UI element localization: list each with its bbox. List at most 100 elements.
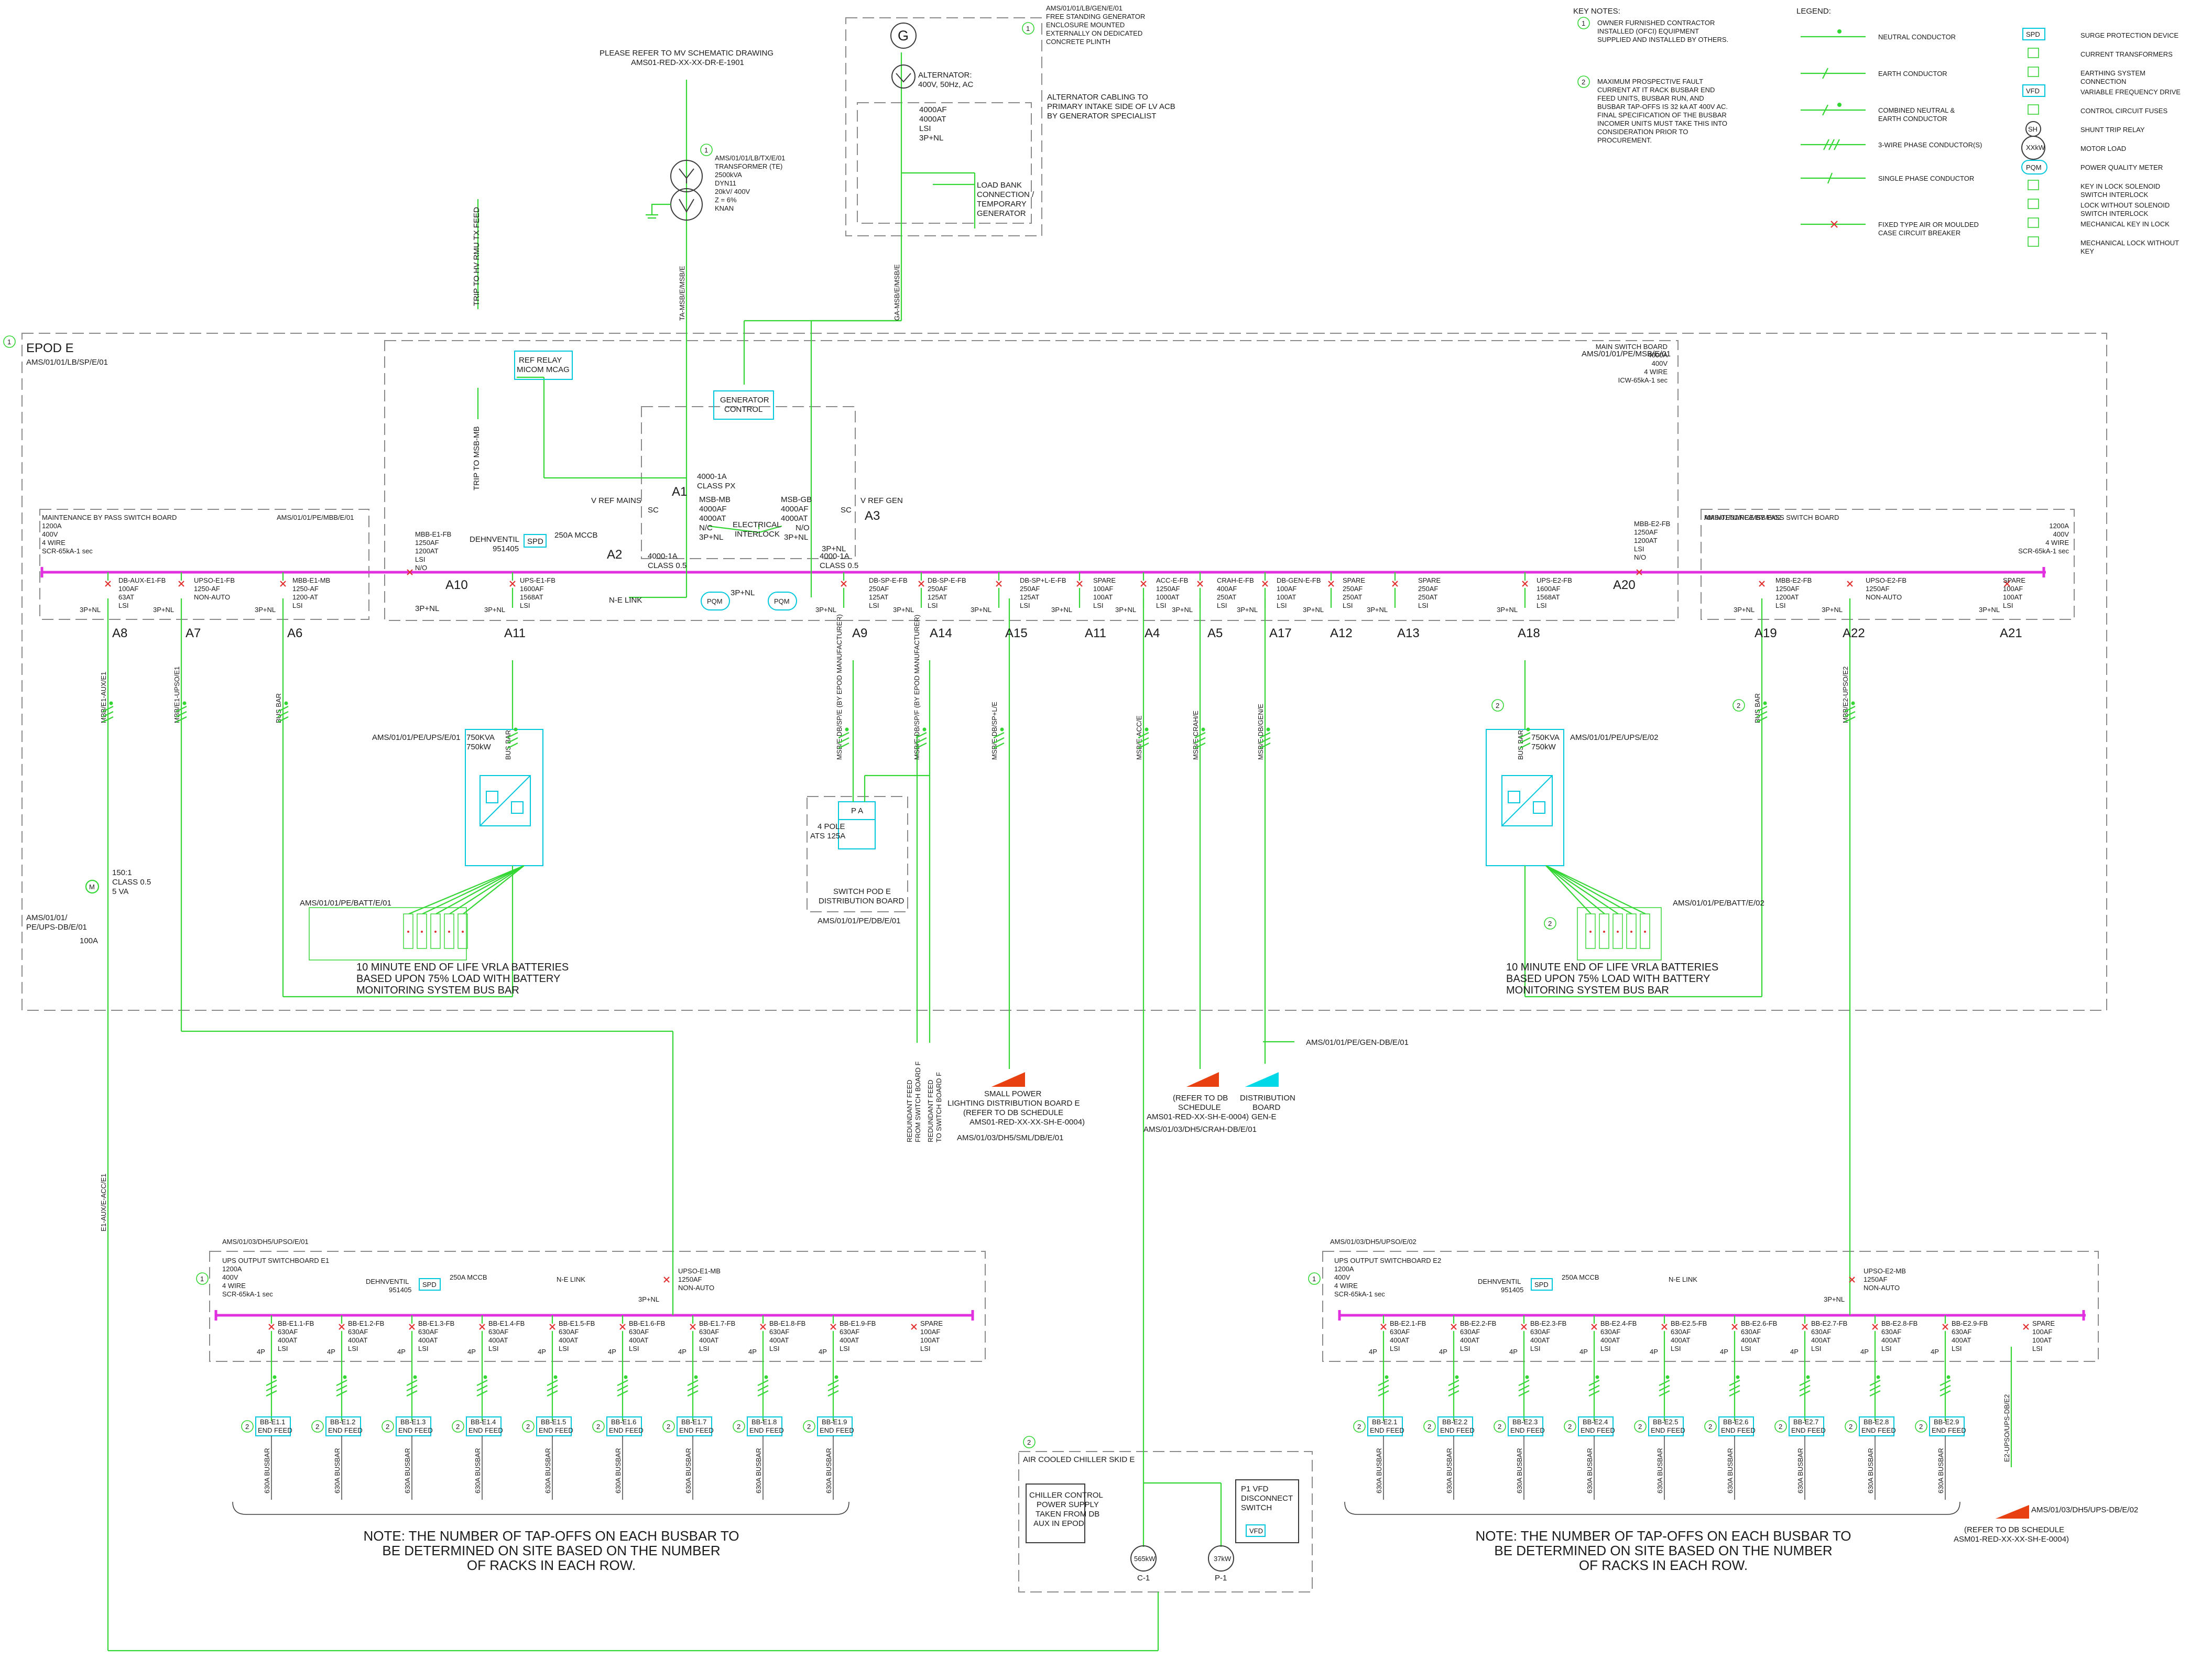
msb-feeder-label: 250AF: [1418, 585, 1438, 593]
battery-e1-cell: [457, 913, 468, 949]
busbars: [40, 567, 2086, 1321]
mbb-e2-breaker-1: [1759, 581, 1765, 587]
msb-3pnl-a10: 3P+NL: [415, 604, 439, 613]
uop-e1-title: UPS OUTPUT SWITCHBOARD E1: [222, 1257, 329, 1264]
uop-e2-title: SCR-65kA-1 sec: [1334, 1290, 1385, 1298]
small-power-ref: AMS/01/03/DH5/SML/DB/E/01: [957, 1133, 1063, 1142]
mbb-e2-feeder-label: LSI: [1775, 602, 1786, 609]
mbb-e2-title: 4 WIRE: [2045, 539, 2069, 547]
uop-e1-feeder-breaker-3: [409, 1324, 415, 1330]
uop-e2-title: 4 WIRE: [1334, 1282, 1358, 1290]
ups-labels: AMS/01/01/PE/UPS/E/01 750KVA 750kW AMS/0…: [300, 733, 1764, 996]
gen-breaker-3: LSI: [919, 124, 931, 133]
uop-e1-feeder-label: BB-E1.6-FB: [629, 1319, 665, 1327]
uop-e1-pole: 4P: [327, 1348, 335, 1356]
epod-title: EPOD E: [26, 341, 74, 355]
aux-ct-2: CLASS 0.5: [112, 878, 151, 887]
msb-feeder-pole: 3P+NL: [1172, 606, 1193, 614]
uop-e1-end-tag: 2: [452, 1420, 464, 1433]
msb-feeder-tag: A11: [504, 626, 526, 640]
uop-e1-end-feed-1: BB-E1.2: [330, 1418, 355, 1426]
epod-note-tag-text: 1: [7, 338, 11, 346]
supply-wiring: [477, 52, 976, 598]
uop-e2-feeder-label: LSI: [1811, 1345, 1822, 1352]
mbb-e1-breaker-2: [178, 581, 184, 587]
mbb-e1-feeder-label: LSI: [292, 602, 303, 609]
msb-feeder-conductor-icon: [838, 727, 849, 749]
uop-e2-end-feed-1: BB-E2.6: [1723, 1418, 1748, 1426]
uop-e1-conductor-icon: [547, 1375, 558, 1397]
load-bank-4: GENERATOR: [977, 209, 1026, 218]
msb-feeder-label: LSI: [1217, 602, 1227, 609]
uop-e1-busbar-label: 630A BUSBAR: [474, 1448, 482, 1493]
uop-e2-feeder-label: 400AT: [1530, 1336, 1550, 1344]
uop-e1-end-feed-1: BB-E1.1: [260, 1418, 285, 1426]
uop-e1-end-tag: 2: [733, 1420, 745, 1433]
mbb-e2-title: MAINTENANCE BY PASS SWITCH BOARD: [1704, 514, 1839, 521]
uop-e2-end-tag: 2: [1423, 1420, 1436, 1433]
legend-symbol-8: PQM: [2021, 160, 2047, 174]
msb-feeder-label: 250AT: [1343, 593, 1362, 601]
legend-symbol-11: [2028, 217, 2039, 228]
uop-e2-end-feed-2: END FEED: [1791, 1426, 1826, 1434]
mbb-e1-conductor-icon: [102, 701, 114, 723]
msb-mb-3: 4000AT: [699, 514, 726, 523]
mbb-e2-feeder-label: 1250AF: [1775, 585, 1800, 593]
uop-e1-feeder-label: 630AF: [488, 1328, 508, 1336]
uop-e1-end-tag: 2: [592, 1420, 605, 1433]
gen-db-1: DISTRIBUTION: [1240, 1094, 1295, 1103]
uop-e1-pole: 4P: [748, 1348, 757, 1356]
uop-e1-incomer-pole: 3P+NL: [638, 1295, 659, 1303]
uop-e1-end-feed-1: BB-E1.7: [681, 1418, 706, 1426]
cable-ta-label: TA-MSB/E/MSB/E: [678, 266, 686, 321]
uop-e2-feeder-label: BB-E2.1-FB: [1390, 1319, 1426, 1327]
gen-db-2: BOARD: [1252, 1103, 1281, 1112]
legend-label: CURRENT TRANSFORMERS: [2080, 50, 2173, 58]
ups-e1-unit: [309, 660, 543, 961]
uop-e2-end-feed-1: BB-E2.7: [1793, 1418, 1818, 1426]
legend-label: SWITCH INTERLOCK: [2080, 191, 2149, 199]
generator-label: AMS/01/01/LB/GEN/E/01: [1046, 4, 1123, 12]
uop-e2-mccb: 250A MCCB: [1562, 1273, 1599, 1281]
batt-e2-note-3: MONITORING SYSTEM BUS BAR: [1506, 985, 1669, 996]
battery-e1-cell: [444, 913, 454, 949]
uop-e2-feeder-label: 400AT: [1671, 1336, 1690, 1344]
mbb-e1-cable: BUS BAR: [275, 693, 282, 723]
uop-e2-feeder-label: BB-E2.4-FB: [1600, 1319, 1637, 1327]
mbb-e1-pole: 3P+NL: [153, 606, 174, 614]
uop-e2-end-feed: [1648, 1416, 1684, 1436]
uop-e1-conductor-icon: [476, 1375, 488, 1397]
msb-feeder-label: LSI: [1156, 602, 1167, 609]
generator-note-tag: 1: [1022, 22, 1034, 35]
mbb-e1-feeder-label: MBB-E1-MB: [292, 576, 330, 584]
uop-e2-feeder-label: BB-E2.7-FB: [1811, 1319, 1847, 1327]
uop-e2-title: UPS OUTPUT SWITCHBOARD E2: [1334, 1257, 1441, 1264]
mbb-e2-conductor-icon: [1756, 701, 1768, 723]
uop-e1-end-tag: 2: [382, 1420, 394, 1433]
uop-e2-feeder-label: LSI: [1881, 1345, 1892, 1352]
msb-feeder-label: LSI: [1343, 602, 1353, 609]
mbb-e2-fb-label: N/O: [1634, 553, 1646, 561]
mbb-e1-feeder-label: 63AT: [118, 593, 134, 601]
uop-e2-end-feed: [1929, 1416, 1965, 1436]
uop-e2-spare-label: SPARE: [2032, 1319, 2055, 1327]
mbb-e1-tag: A8: [112, 626, 127, 640]
mbb-e1-feeder-label: UPSO-E1-FB: [194, 576, 235, 584]
msb-feeder-breaker-6: [1140, 581, 1147, 587]
uop-e1-pole: 4P: [678, 1348, 687, 1356]
uop-e1-end-feed: [325, 1416, 361, 1436]
legend-label: MECHANICAL KEY IN LOCK: [2080, 220, 2170, 228]
uop-e2-end-tag-text: 2: [1568, 1423, 1572, 1431]
ref-relay-2: MICOM MCAG: [517, 365, 570, 374]
small-power-2: LIGHTING DISTRIBUTION BOARD E: [947, 1099, 1080, 1108]
msb-feeder-tag: A5: [1207, 626, 1223, 640]
mbb-e2-fb-breaker: [1636, 569, 1642, 575]
uop-e1-spare-label: 100AF: [920, 1328, 940, 1336]
msb-gen-3pnl: 3P+NL: [822, 544, 846, 553]
uop-e1-end-feed-2: END FEED: [468, 1426, 503, 1434]
msb-feeder-cable: BUS BAR: [1517, 730, 1524, 760]
chiller-note-tag-text: 2: [1027, 1438, 1031, 1446]
uop-e2-busbar-label: 630A BUSBAR: [1516, 1448, 1523, 1493]
uop-e2-spare-label: 100AT: [2032, 1336, 2052, 1344]
legend-label: EARTH CONDUCTOR: [1878, 115, 1947, 123]
